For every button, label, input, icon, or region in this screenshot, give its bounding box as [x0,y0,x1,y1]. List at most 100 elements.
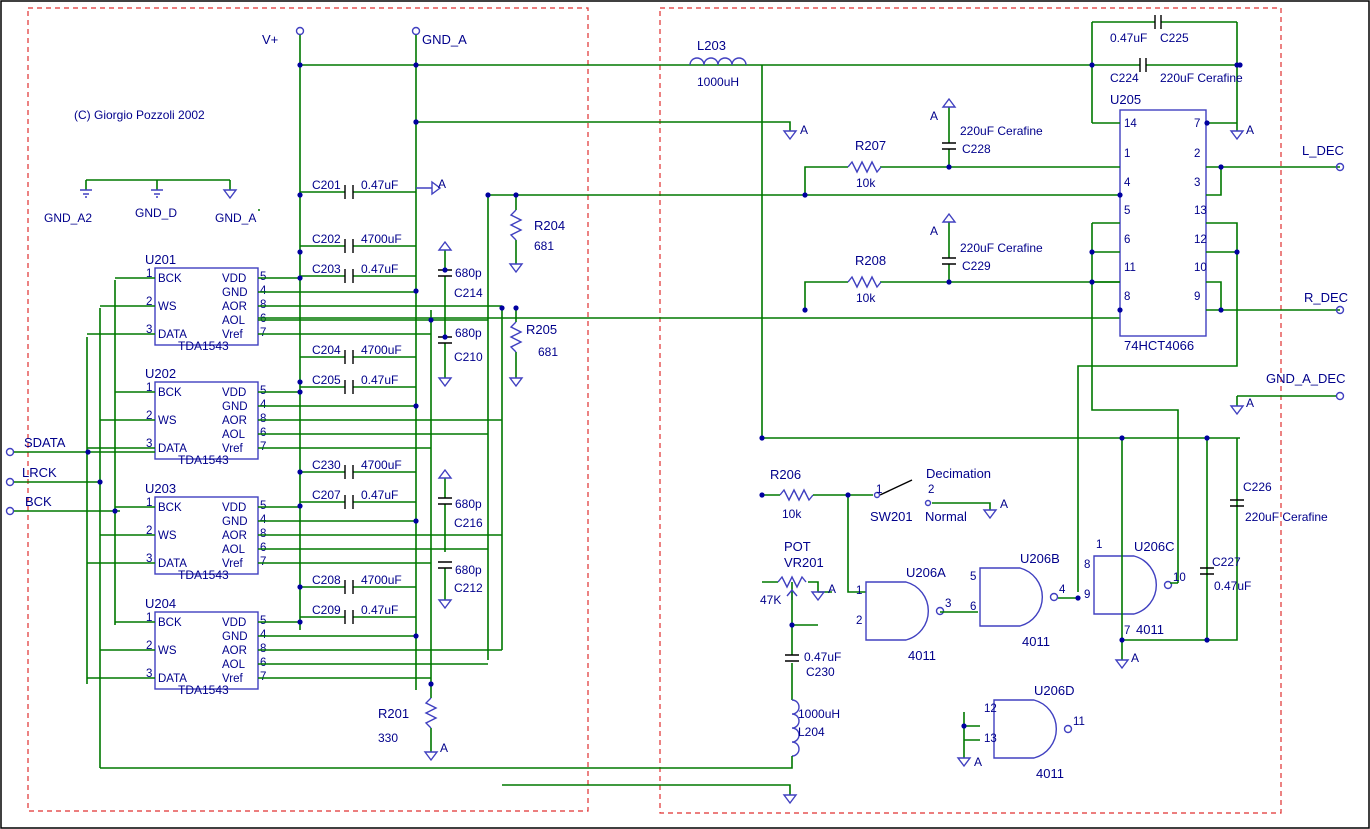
cap-value: 0.47uF [361,603,398,617]
mux-pin-left: 11 [1124,262,1136,274]
dac-pin-num: 8 [260,528,266,540]
c212-value: 680p [455,563,482,577]
vr201-value: 47K [760,593,781,607]
c210-value: 680p [455,326,482,340]
dac-pin-num: 6 [260,542,266,554]
cap-value: 0.47uF [361,373,398,387]
mux-pin-left: 14 [1124,118,1137,130]
junction-dot [297,503,303,509]
dac-pin-name: AOL [222,315,246,327]
cap-ref: C208 [312,573,341,587]
l204-inductor [791,699,800,757]
r206-value: 10k [782,507,802,521]
dac-pin-name: BCK [158,387,182,399]
sw201-pin2: 2 [928,484,934,496]
sdata-label: SDATA [24,435,66,450]
dac-pin-name: Vref [222,558,243,570]
junction-dot [297,249,303,255]
vr201-ref: VR201 [784,555,824,570]
sw201-lever [879,479,913,496]
dac-pin-num: 7 [260,327,266,339]
cap-ref: C205 [312,373,341,387]
junction-dot [413,403,419,409]
junction-dots [85,62,1243,729]
lrck-terminal [5,477,15,487]
sw201-normal-label: Normal [925,509,967,524]
junction-dot [513,305,519,311]
u205-part: 74HCT4066 [1124,338,1194,353]
l203-ref: L203 [697,38,726,53]
cap-ref: C204 [312,343,341,357]
dac-output-wires [258,277,502,335]
dac-pin-num: 5 [260,271,266,283]
c228-gnd-label: A [930,109,938,123]
sw201-decimation-label: Decimation [926,466,991,481]
gnd-a-dec-terminal [1335,391,1345,401]
dac-pin-num: 7 [260,441,266,453]
dac-pin-name: VDD [222,502,246,514]
r208-value: 10k [856,291,876,305]
gnd-symbol-group [80,179,238,200]
junction-dot [499,305,505,311]
gate-part: 4011 [1022,634,1050,649]
c224-value: 220uF Cerafine [1160,71,1243,85]
dac-pin-num: 3 [146,668,152,680]
dac-pin-num: 4 [260,285,267,297]
cap-plates [344,350,354,364]
c227-ref: C227 [1212,555,1241,569]
c229-value: 220uF Cerafine [960,241,1043,255]
cap-plates [344,380,354,394]
dac-pin-num: 6 [260,427,266,439]
dac-pin-name: GND [222,287,248,299]
l-dec-label: L_DEC [1302,143,1344,158]
dac-pin-num: 7 [260,556,266,568]
junction-dot [802,307,808,313]
l203-inductor [689,57,747,66]
dac-pin-name: VDD [222,273,246,285]
dac-pin-num: 2 [146,640,152,652]
gate-ref: U206B [1020,551,1060,566]
gate-ref: U206A [906,565,946,580]
mux-pin-left: 8 [1124,291,1130,303]
gate-bubble [935,606,945,616]
junction-dot [1075,595,1081,601]
dac-pin-name: AOR [222,645,247,657]
cap-ref: C209 [312,603,341,617]
junction-dot [442,267,448,273]
dac-pin-name: VDD [222,387,246,399]
gnd-a-terminal [411,26,421,36]
cap-plates [344,495,354,509]
u206d-gnd-label: A [974,755,982,769]
dac-pin-num: 8 [260,413,266,425]
decimation-section-box [659,7,1282,814]
junction-dot [1204,435,1210,441]
gate-pin: 6 [970,601,976,613]
dac-pin-name: DATA [158,673,187,685]
junction-dot [297,192,303,198]
junction-dot [1117,192,1123,198]
junction-dot [97,479,103,485]
junction-dot [802,192,808,198]
r204-value: 681 [534,239,554,253]
gnd-a-label-left: GND_A [215,211,256,225]
gate-pin: 7 [1124,625,1130,637]
dac-pin-num: 6 [260,657,266,669]
cap-plates [344,239,354,253]
dac-pin-num: 2 [146,525,152,537]
junction-dot [759,435,765,441]
dac-pin-num: 1 [146,382,152,394]
gate-pin: 3 [945,598,951,610]
r201-value: 330 [378,731,398,745]
c214-value: 680p [455,266,482,280]
junction-dot [513,192,519,198]
gnd-a-dec-label: GND_A_DEC [1266,371,1345,386]
l204-value: 1000uH [798,707,840,721]
dac-pin-num: 5 [260,615,266,627]
cap-value: 0.47uF [361,178,398,192]
bck-label: BCK [25,494,52,509]
junction-dot [789,622,795,628]
